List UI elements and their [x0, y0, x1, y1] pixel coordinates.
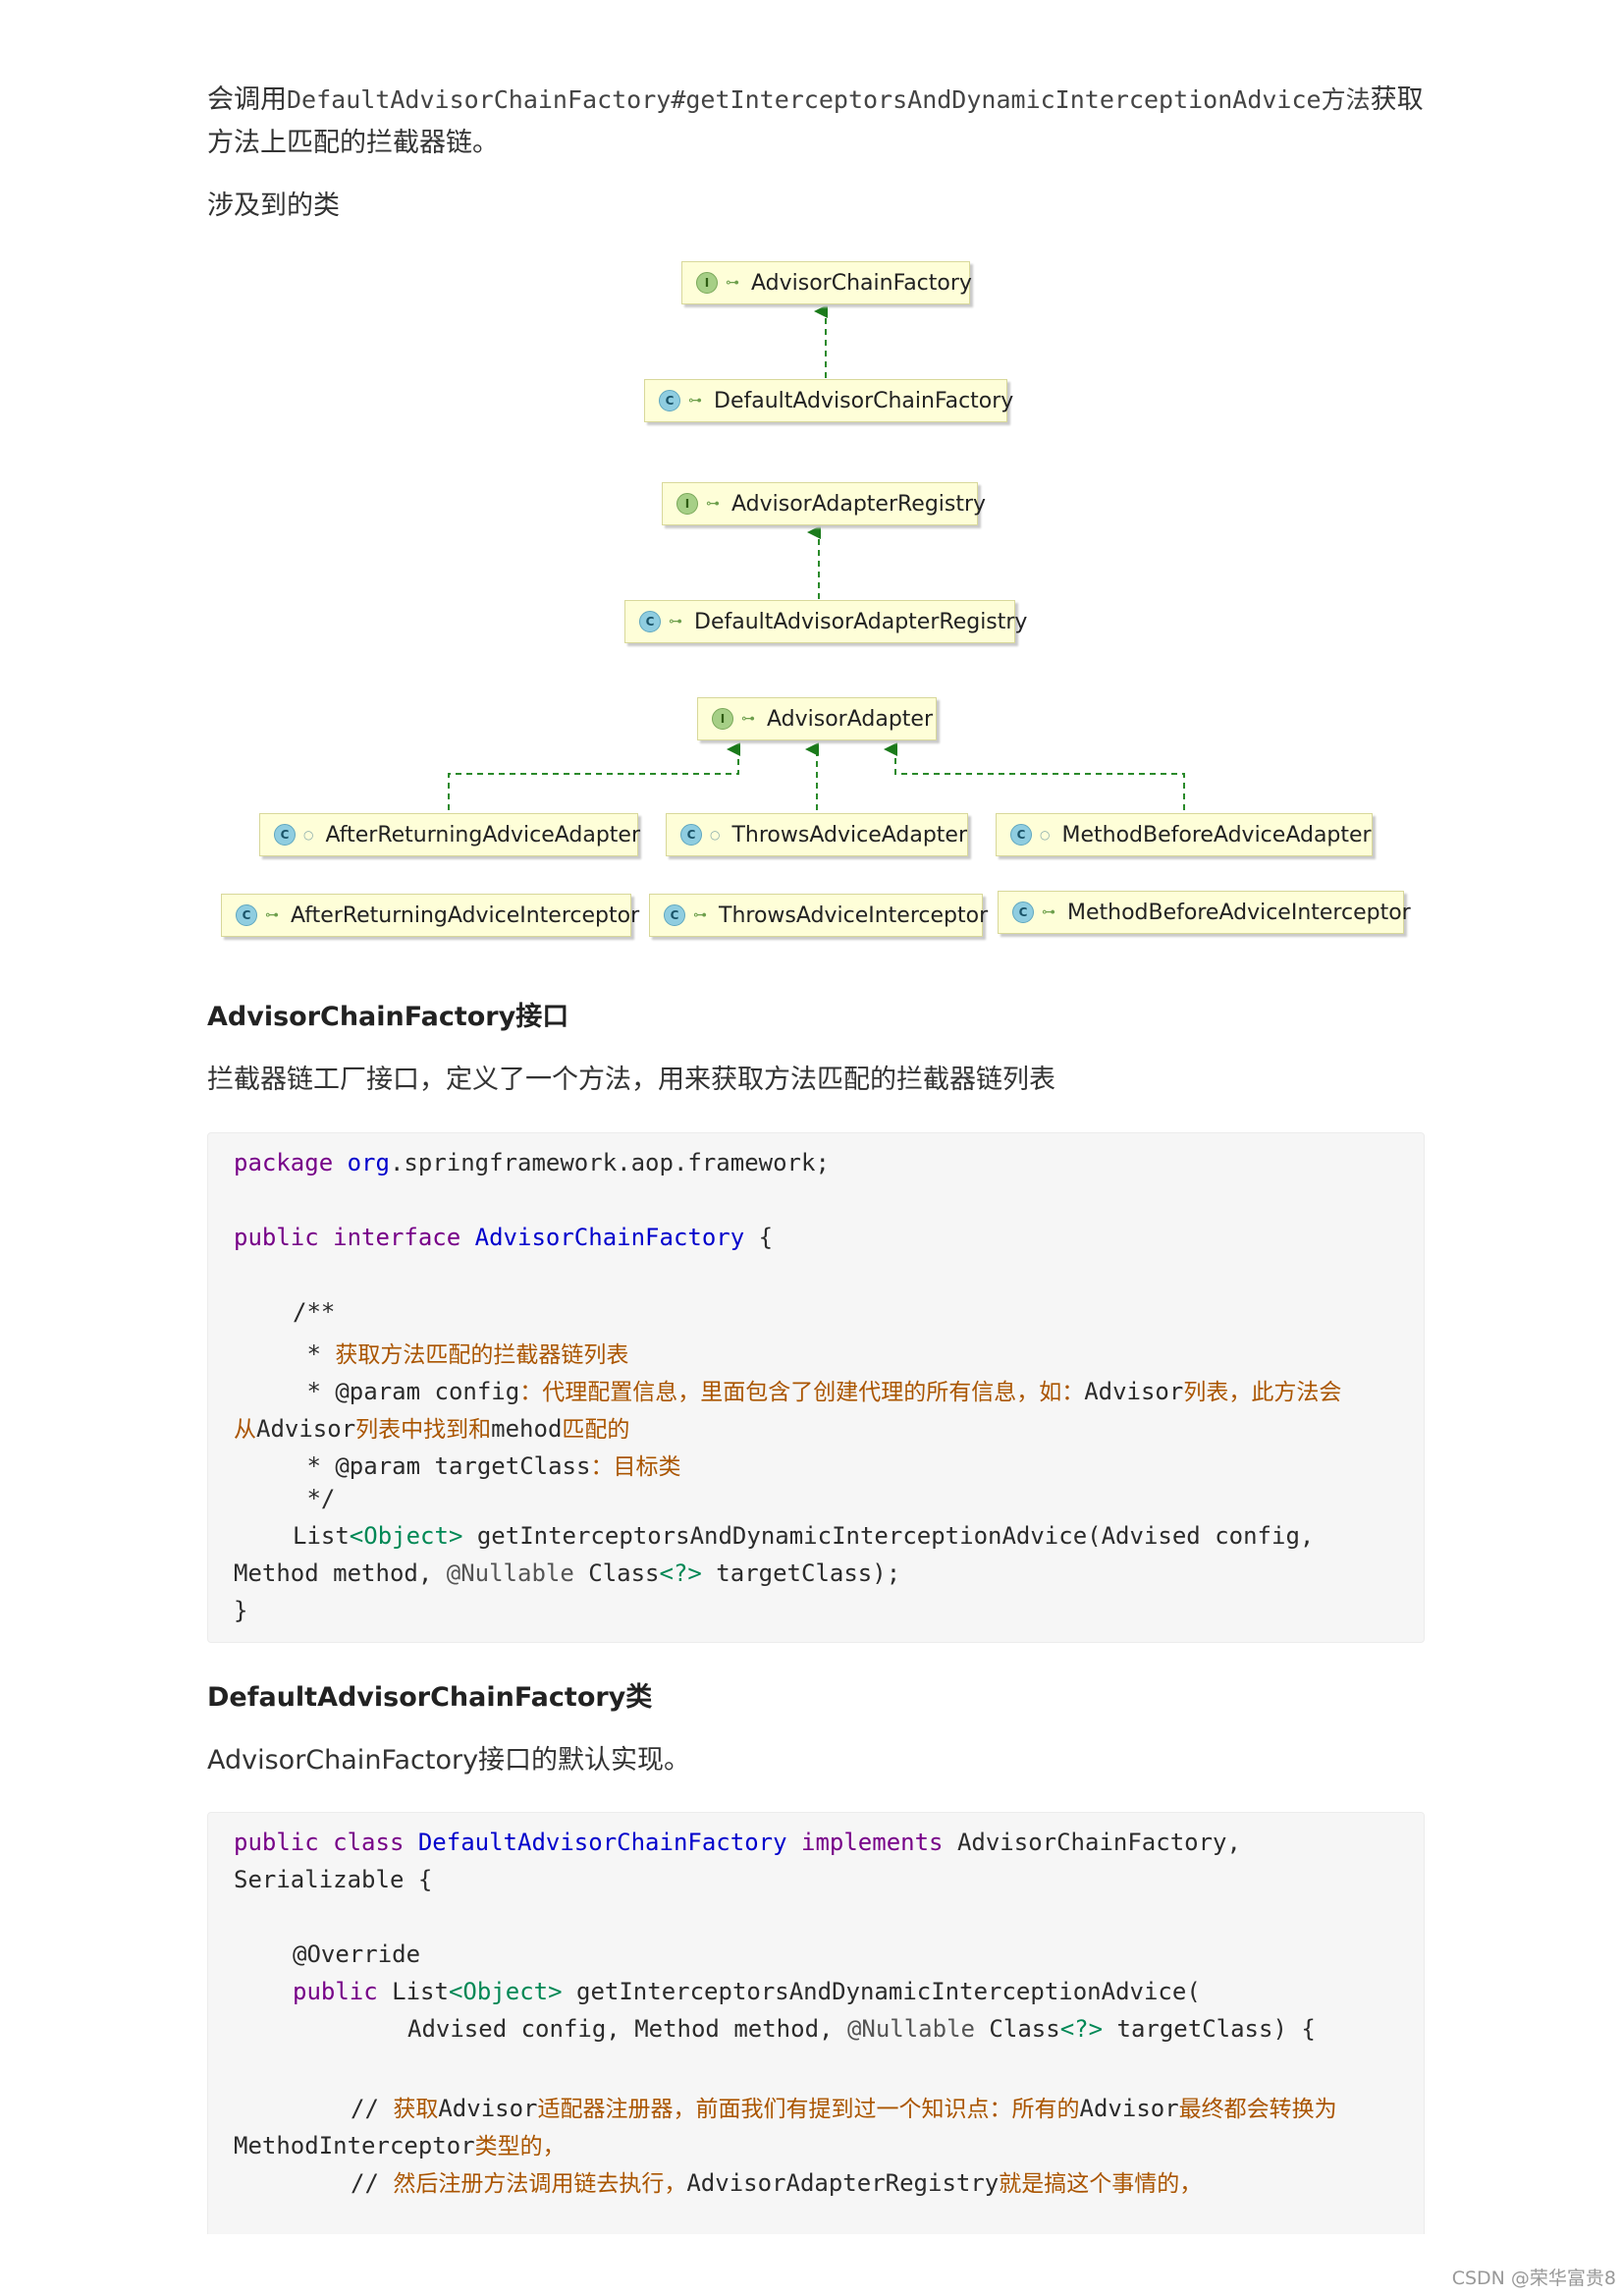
- code-line: List<Object> getInterceptorsAndDynamicIn…: [293, 1522, 1315, 1550]
- node-method-before-advice-adapter: C○MethodBeforeAdviceAdapter: [996, 813, 1373, 856]
- code-annotation: @Override: [293, 1941, 421, 1968]
- code-line: public List<Object> getInterceptorsAndDy…: [293, 1978, 1201, 2005]
- intro-line-2: 方法上匹配的拦截器链。: [207, 128, 499, 158]
- interface-icon: I: [696, 272, 718, 294]
- package-visibility-icon: ○: [303, 828, 314, 842]
- classes-heading: 涉及到的类: [207, 191, 340, 221]
- class-icon: C: [1010, 824, 1032, 846]
- code-line: Advised config, Method method, @Nullable…: [407, 2015, 1316, 2043]
- code-comment: MethodInterceptor类型的，: [234, 2132, 566, 2159]
- code-comment: /**: [293, 1298, 336, 1326]
- class-icon: C: [236, 904, 257, 926]
- code-comment: * @param targetClass：目标类: [293, 1452, 681, 1480]
- code-block-advisor-chain-factory: package org.springframework.aop.framewor…: [207, 1132, 1425, 1643]
- code-comment: // 然后注册方法调用链去执行，AdvisorAdapterRegistry就是…: [351, 2169, 1203, 2197]
- code-line: public interface AdvisorChainFactory {: [234, 1224, 774, 1251]
- interface-icon: I: [712, 708, 733, 730]
- connector-after-returning: [448, 742, 740, 810]
- class-icon: C: [664, 904, 685, 926]
- section-desc-advisor-chain-factory: 拦截器链工厂接口，定义了一个方法，用来获取方法匹配的拦截器链列表: [207, 1065, 1055, 1095]
- diagram-connectors: [448, 304, 1185, 810]
- class-icon: C: [639, 611, 661, 632]
- node-after-returning-advice-adapter: C○AfterReturningAdviceAdapter: [259, 813, 640, 856]
- code-comment: * @param config：代理配置信息，里面包含了创建代理的所有信息，如：…: [293, 1378, 1342, 1405]
- node-advisor-adapter: I⊶AdvisorAdapter: [697, 697, 937, 740]
- node-throws-advice-adapter: C○ThrowsAdviceAdapter: [666, 813, 968, 856]
- node-throws-advice-interceptor: C⊶ThrowsAdviceInterceptor: [649, 894, 988, 937]
- public-visibility-icon: ⊶: [706, 496, 720, 512]
- code-line: }: [234, 1597, 248, 1624]
- public-visibility-icon: ⊶: [688, 393, 702, 409]
- intro-prefix: 会调用: [207, 84, 287, 115]
- code-comment: * 获取方法匹配的拦截器链列表: [293, 1340, 629, 1368]
- public-visibility-icon: ⊶: [669, 614, 682, 629]
- public-visibility-icon: ⊶: [693, 907, 707, 923]
- public-visibility-icon: ⊶: [726, 275, 739, 291]
- class-icon: C: [680, 824, 702, 846]
- section-heading-advisor-chain-factory: AdvisorChainFactory接口: [207, 1002, 569, 1032]
- code-line: Method method, @Nullable Class<?> target…: [234, 1559, 901, 1587]
- intro-suffix: 获取: [1370, 84, 1424, 115]
- code-line: Serializable {: [234, 1866, 433, 1893]
- package-visibility-icon: ○: [710, 828, 721, 842]
- code-comment: // 获取Advisor适配器注册器，前面我们有提到过一个知识点：所有的Advi…: [351, 2095, 1337, 2122]
- intro-line-1: 会调用DefaultAdvisorChainFactory#getInterce…: [207, 79, 1424, 122]
- code-line: public class DefaultAdvisorChainFactory …: [234, 1829, 1241, 1856]
- watermark-footer: CSDN @荣华富贵8: [1451, 2268, 1616, 2289]
- node-after-returning-advice-interceptor: C⊶AfterReturningAdviceInterceptor: [221, 894, 639, 937]
- public-visibility-icon: ⊶: [265, 907, 279, 923]
- connector-method-before: [884, 742, 1185, 810]
- public-visibility-icon: ⊶: [741, 711, 755, 727]
- section-heading-default-advisor-chain-factory: DefaultAdvisorChainFactory类: [207, 1682, 653, 1713]
- method-reference: DefaultAdvisorChainFactory#getIntercepto…: [287, 85, 1371, 114]
- code-line: package org.springframework.aop.framewor…: [234, 1149, 830, 1176]
- class-icon: C: [274, 824, 296, 846]
- class-icon: C: [659, 390, 680, 411]
- node-advisor-chain-factory: I⊶AdvisorChainFactory: [681, 261, 972, 304]
- public-visibility-icon: ⊶: [1042, 904, 1055, 920]
- node-default-advisor-adapter-registry: C⊶DefaultAdvisorAdapterRegistry: [624, 600, 1027, 643]
- code-comment: */: [293, 1485, 336, 1512]
- code-block-default-advisor-chain-factory: public class DefaultAdvisorChainFactory …: [207, 1812, 1425, 2234]
- class-diagram: I⊶AdvisorChainFactory C⊶DefaultAdvisorCh…: [196, 241, 1433, 948]
- node-advisor-adapter-registry: I⊶AdvisorAdapterRegistry: [662, 482, 986, 525]
- section-desc-default-advisor-chain-factory: AdvisorChainFactory接口的默认实现。: [207, 1745, 691, 1776]
- code-comment: 从Advisor列表中找到和mehod匹配的: [234, 1415, 630, 1443]
- node-default-advisor-chain-factory: C⊶DefaultAdvisorChainFactory: [644, 379, 1013, 422]
- interface-icon: I: [676, 493, 698, 515]
- class-icon: C: [1012, 902, 1034, 923]
- node-method-before-advice-interceptor: C⊶MethodBeforeAdviceInterceptor: [998, 891, 1411, 934]
- package-visibility-icon: ○: [1040, 828, 1051, 842]
